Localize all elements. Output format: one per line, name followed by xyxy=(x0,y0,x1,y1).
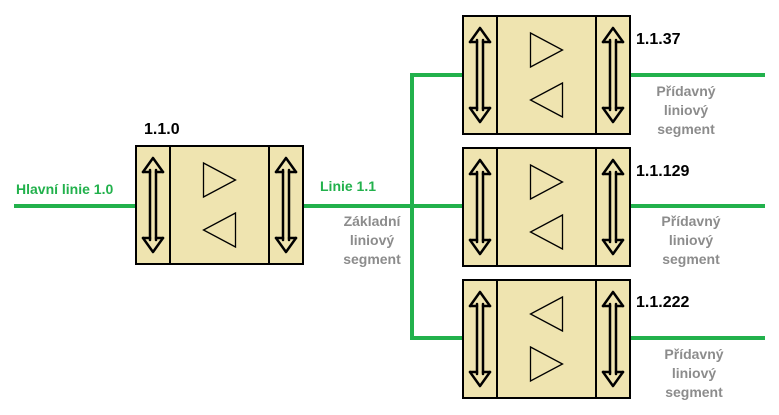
main-line-label: Hlavní linie 1.0 xyxy=(16,181,114,197)
device-body xyxy=(462,279,631,399)
coupler-device-1-1-0 xyxy=(135,145,304,265)
base-segment-line-3: segment xyxy=(343,251,401,267)
device-body xyxy=(462,15,631,135)
triangle-right-icon xyxy=(202,161,237,199)
coupler-device-1-1-222 xyxy=(462,279,631,399)
device-body xyxy=(135,145,304,265)
triangle-left-icon xyxy=(529,213,564,251)
coupler-device-1-1-129 xyxy=(462,147,631,267)
segment-label-1-1-129: Přídavný liniový segment xyxy=(641,212,741,269)
segment-line-2: liniový xyxy=(671,365,717,381)
device-id-1-1-37: 1.1.37 xyxy=(636,31,681,48)
line-1-1-label: Linie 1.1 xyxy=(320,178,377,194)
device-id-1-1-129: 1.1.129 xyxy=(636,163,690,180)
double-arrow-icon xyxy=(601,158,625,256)
base-segment-line-2: liniový xyxy=(349,232,395,248)
segment-line-1: Přídavný xyxy=(656,83,716,99)
triangle-right-icon xyxy=(529,163,564,201)
segment-label-1-1-37: Přídavný liniový segment xyxy=(636,82,736,139)
segment-line-3: segment xyxy=(662,251,720,267)
segment-line-1: Přídavný xyxy=(661,213,721,229)
double-arrow-icon xyxy=(274,156,298,254)
double-arrow-icon xyxy=(468,26,492,124)
double-arrow-icon xyxy=(141,156,165,254)
double-arrow-icon xyxy=(601,290,625,388)
triangle-right-icon xyxy=(529,31,564,69)
triangle-left-icon xyxy=(529,295,564,333)
triangle-left-icon xyxy=(202,211,237,249)
branch-wire xyxy=(410,73,463,340)
segment-line-3: segment xyxy=(657,121,715,137)
segment-line-1: Přídavný xyxy=(664,346,724,362)
double-arrow-icon xyxy=(468,158,492,256)
base-segment-label: Základní liniový segment xyxy=(326,212,418,269)
segment-line-2: liniový xyxy=(663,102,709,118)
device-id-1-1-222: 1.1.222 xyxy=(636,294,690,311)
double-arrow-icon xyxy=(601,26,625,124)
segment-line-3: segment xyxy=(665,384,723,400)
segment-line-2: liniový xyxy=(668,232,714,248)
segment-label-1-1-222: Přídavný liniový segment xyxy=(644,345,744,402)
double-arrow-icon xyxy=(468,290,492,388)
base-segment-line-1: Základní xyxy=(343,213,401,229)
coupler-device-1-1-37 xyxy=(462,15,631,135)
triangle-left-icon xyxy=(529,81,564,119)
triangle-right-icon xyxy=(529,345,564,383)
device-body xyxy=(462,147,631,267)
device-id-1-1-0: 1.1.0 xyxy=(144,121,180,138)
